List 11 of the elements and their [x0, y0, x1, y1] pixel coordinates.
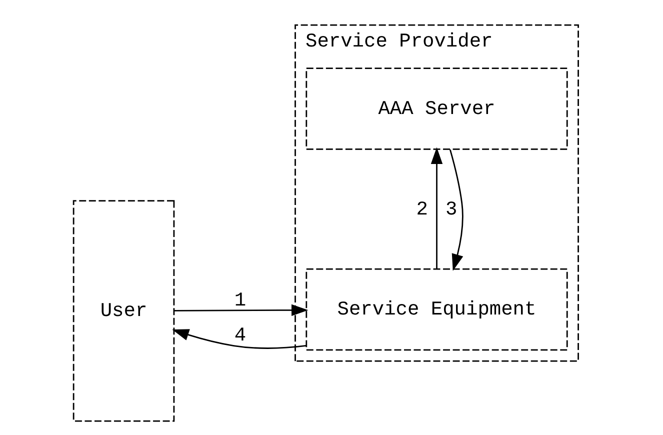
- edge-label: 2: [416, 198, 428, 220]
- arrow: [172, 329, 306, 349]
- edge-label: 3: [446, 198, 458, 220]
- edge-label: 4: [234, 324, 246, 346]
- node-box: AAA Server: [306, 68, 568, 150]
- edge-label: 1: [234, 290, 246, 312]
- arrow: [449, 149, 464, 271]
- arrow: [174, 304, 308, 316]
- node-box: User: [72, 200, 175, 422]
- arrow: [430, 147, 443, 269]
- node-box: Service Equipment: [306, 268, 568, 351]
